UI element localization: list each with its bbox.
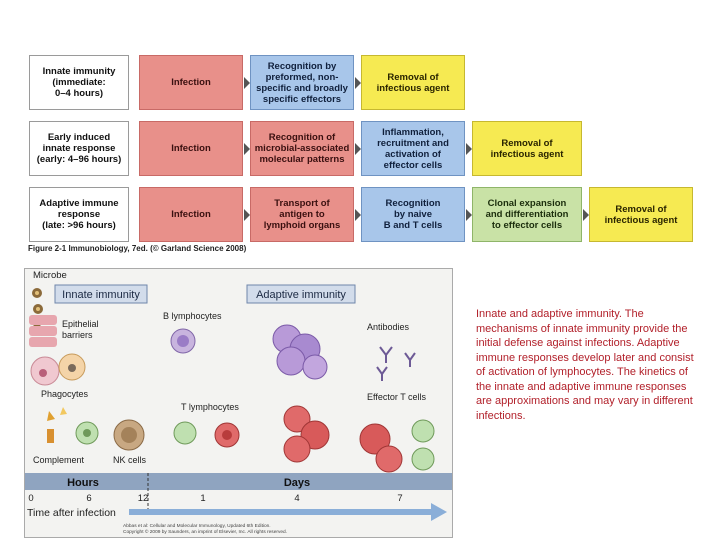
step-innate-recognition: Recognition by preformed, non- specific … (250, 55, 354, 110)
hours-label: Hours (67, 477, 99, 489)
panel-background (25, 269, 452, 537)
arrow-icon (466, 143, 472, 155)
timeline-header-bar (25, 473, 452, 490)
step-adaptive-removal: Removal of infectious agent (589, 187, 693, 242)
time-after-infection-label: Time after infection (27, 507, 116, 519)
step-early-recognition: Recognition of microbial-associated mole… (250, 121, 354, 176)
b-lymphocyte-icon (170, 328, 196, 354)
time-arrow-icon (129, 503, 447, 521)
credit-line-2: Copyright © 2009 by Saunders, an imprint… (123, 528, 287, 535)
tick-12: 12 (138, 493, 149, 504)
arrow-icon (583, 209, 589, 221)
row-label-early-induced: Early induced innate response (early: 4–… (29, 121, 129, 176)
tick-0: 0 (28, 493, 33, 504)
step-adaptive-transport: Transport of antigen to lymphoid organs (250, 187, 354, 242)
epithelial-cells-icon (29, 315, 57, 347)
arrow-icon (355, 143, 361, 155)
days-label: Days (284, 477, 310, 489)
step-adaptive-infection: Infection (139, 187, 243, 242)
complement-icon (47, 407, 67, 443)
innate-cell-icon (75, 421, 99, 445)
figure-description: Innate and adaptive immunity. The mechan… (476, 308, 694, 422)
phagocytes-label: Phagocytes (41, 389, 89, 399)
tick-6: 6 (86, 493, 91, 504)
t-lymphocyte-icon (173, 421, 240, 448)
credit-line-1: Abbas et al: Cellular and Molecular Immu… (123, 523, 271, 529)
step-adaptive-clonal-expansion: Clonal expansion and differentiation to … (472, 187, 582, 242)
antibody-icon (376, 346, 416, 381)
arrow-icon (244, 143, 250, 155)
tick-7: 7 (397, 493, 402, 504)
effector-t-cells-label: Effector T cells (367, 392, 427, 402)
phagocyte-cells-icon (30, 353, 86, 386)
innate-immunity-title: Innate immunity (62, 289, 140, 301)
step-early-removal: Removal of infectious agent (472, 121, 582, 176)
step-early-inflammation: Inflammation, recruitment and activation… (361, 121, 465, 176)
step-adaptive-recognition: Recognition by naive B and T cells (361, 187, 465, 242)
figure-caption: Figure 2-1 Immunobiology, 7ed. (© Garlan… (28, 244, 247, 253)
arrow-icon (244, 209, 250, 221)
microbe-label: Microbe (33, 270, 67, 281)
t-lymphocytes-label: T lymphocytes (181, 402, 239, 412)
innate-immunity-box (54, 284, 148, 304)
row-label-innate: Innate immunity (immediate: 0–4 hours) (29, 55, 129, 110)
antibodies-label: Antibodies (367, 322, 410, 332)
adaptive-immunity-title: Adaptive immunity (256, 289, 346, 301)
b-lymphocytes-label: B lymphocytes (163, 311, 222, 321)
nk-cells-label: NK cells (113, 455, 147, 465)
copyright-credit: Abbas et al: Cellular and Molecular Immu… (123, 523, 287, 535)
complement-label: Complement (33, 455, 85, 465)
arrow-icon (355, 77, 361, 89)
nk-cell-icon (113, 419, 145, 451)
innate-adaptive-illustration: Microbe Innate immunity Adaptive immunit… (24, 268, 453, 538)
arrow-icon (244, 77, 250, 89)
b-cell-clones-icon (272, 324, 328, 380)
step-innate-infection: Infection (139, 55, 243, 110)
arrow-icon (355, 209, 361, 221)
tick-1: 1 (200, 493, 205, 504)
effector-target-cell-icon (411, 419, 435, 471)
tick-4: 4 (294, 493, 299, 504)
immunity-flow-diagram: Innate immunity (immediate: 0–4 hours) I… (0, 0, 720, 260)
step-innate-removal: Removal of infectious agent (361, 55, 465, 110)
step-early-infection: Infection (139, 121, 243, 176)
t-cell-clones-icon (283, 405, 403, 473)
arrow-icon (466, 209, 472, 221)
adaptive-immunity-box (246, 284, 356, 304)
row-label-adaptive: Adaptive immune response (late: >96 hour… (29, 187, 129, 242)
